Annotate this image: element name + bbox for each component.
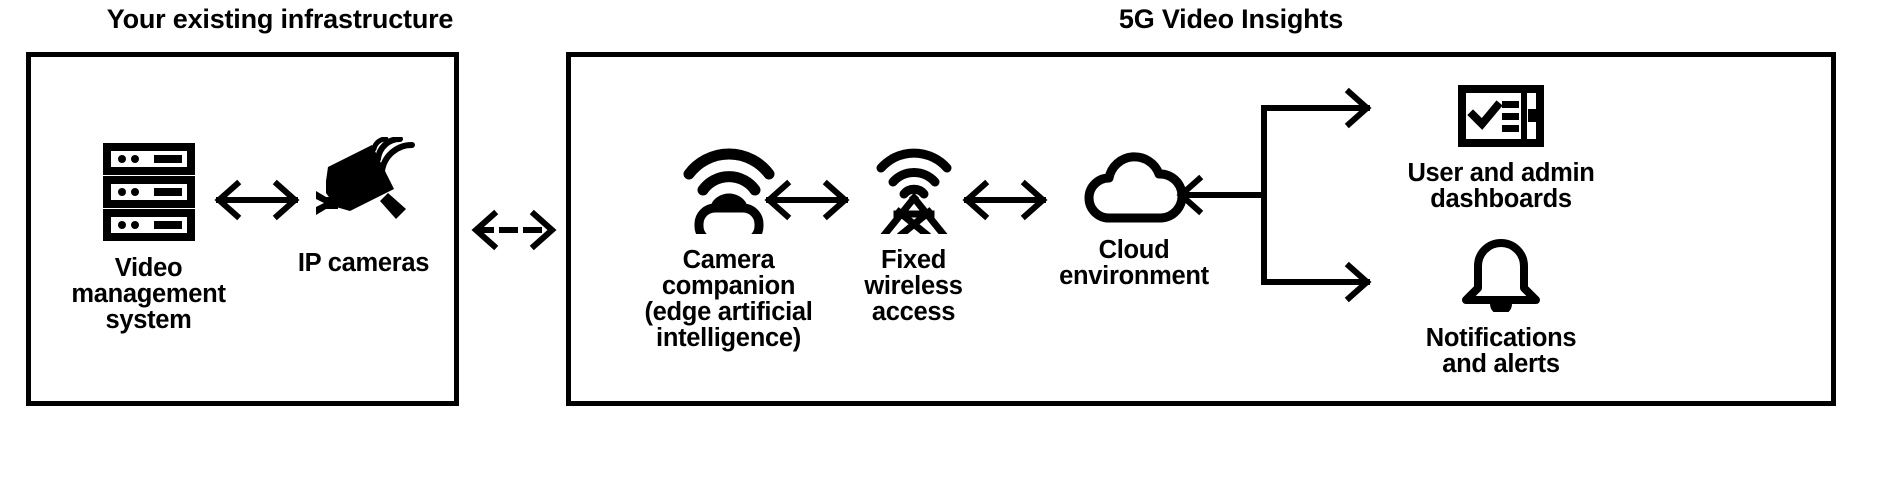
- node-label: Fixed wireless access: [864, 246, 963, 326]
- connector-fwa-to-cloud: [959, 177, 1051, 228]
- dashed-double-arrow-icon: [462, 205, 566, 260]
- cell-tower-icon: [821, 142, 1006, 239]
- node-label: User and admin dashboards: [1407, 159, 1595, 213]
- node-label: Camera companion (edge artificial intell…: [644, 246, 813, 352]
- right-panel-title: 5G Video Insights: [1118, 4, 1344, 34]
- node-fixed-wireless-access: Fixed wireless access: [821, 142, 1006, 325]
- cloud-icon: [1019, 152, 1249, 229]
- existing-infrastructure-panel: Video management system: [26, 52, 459, 406]
- node-label: Cloud environment: [1059, 236, 1209, 290]
- connector-vms-to-cameras: [211, 177, 303, 228]
- node-label: Notifications and alerts: [1425, 324, 1577, 378]
- node-ip-cameras: IP cameras: [276, 135, 451, 277]
- bell-icon: [1371, 232, 1631, 317]
- double-arrow-icon: [761, 177, 853, 228]
- double-arrow-icon: [211, 177, 303, 228]
- connector-cloud-to-outputs: [1171, 85, 1403, 310]
- node-camera-companion: Camera companion (edge artificial intell…: [611, 142, 846, 351]
- double-arrow-icon: [959, 177, 1051, 228]
- node-cloud-environment: Cloud environment: [1019, 152, 1249, 289]
- node-video-management-system: Video management system: [51, 142, 246, 333]
- ip-camera-icon: [276, 135, 451, 242]
- node-notifications-alerts: Notifications and alerts: [1371, 232, 1631, 377]
- node-label: IP cameras: [297, 249, 430, 277]
- server-stack-icon: [51, 142, 246, 247]
- branch-arrow-icon: [1171, 85, 1403, 310]
- dashboard-icon: [1371, 85, 1631, 152]
- connector-companion-to-fwa: [761, 177, 853, 228]
- node-user-admin-dashboards: User and admin dashboards: [1371, 85, 1631, 212]
- node-label: Video management system: [71, 254, 226, 334]
- video-insights-panel: Camera companion (edge artificial intell…: [566, 52, 1836, 406]
- left-panel-title: Your existing infrastructure: [106, 4, 454, 34]
- cross-panel-dashed-link: [462, 205, 566, 255]
